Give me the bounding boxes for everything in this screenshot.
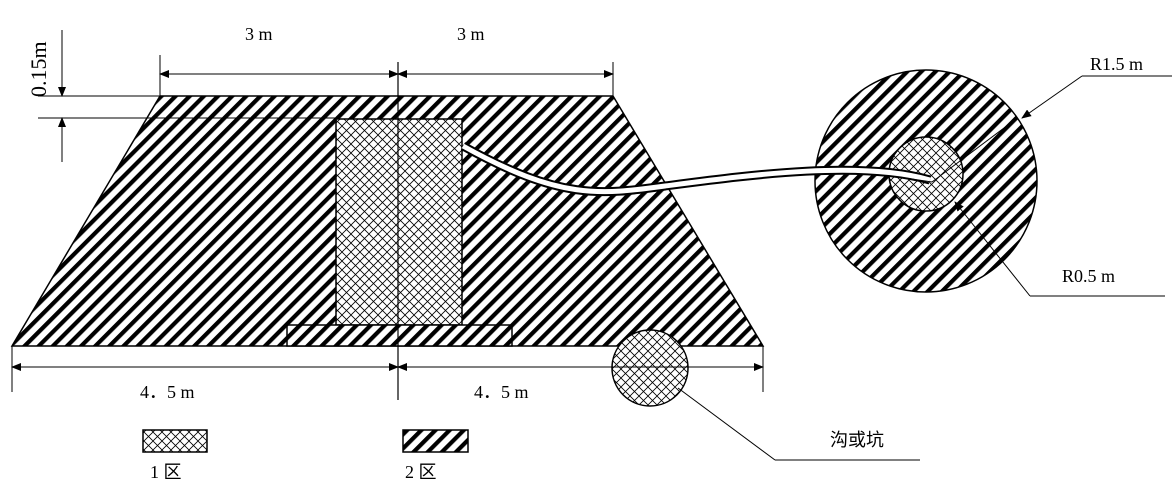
legend-zone1-label: 1 区 bbox=[150, 462, 182, 482]
pit-leader bbox=[677, 387, 776, 461]
pit-circle bbox=[611, 329, 689, 407]
top-dim-left-label: 3 m bbox=[245, 24, 273, 44]
bottom-dim-right-label: 4．5 m bbox=[474, 382, 529, 402]
r05-label: R0.5 m bbox=[1062, 266, 1115, 286]
thickness-label: 0.15m bbox=[26, 41, 51, 97]
legend-zone1-swatch bbox=[142, 429, 208, 453]
r15-label: R1.5 m bbox=[1090, 54, 1143, 74]
bottom-dim-left-label: 4．5 m bbox=[140, 382, 195, 402]
r05-leader-arrow bbox=[954, 201, 1031, 297]
inner-radius-line bbox=[904, 177, 933, 183]
top-dim-right-label: 3 m bbox=[457, 24, 485, 44]
outer-radius-line bbox=[931, 121, 1013, 183]
pit-label: 沟或坑 bbox=[830, 430, 884, 450]
base-slab bbox=[286, 324, 513, 347]
legend-zone2-swatch bbox=[402, 429, 469, 453]
pipe-inner bbox=[461, 143, 931, 195]
legend-zone2-label: 2 区 bbox=[405, 462, 437, 482]
zone1-column bbox=[335, 118, 463, 326]
r15-leader-arrow bbox=[1021, 75, 1083, 119]
